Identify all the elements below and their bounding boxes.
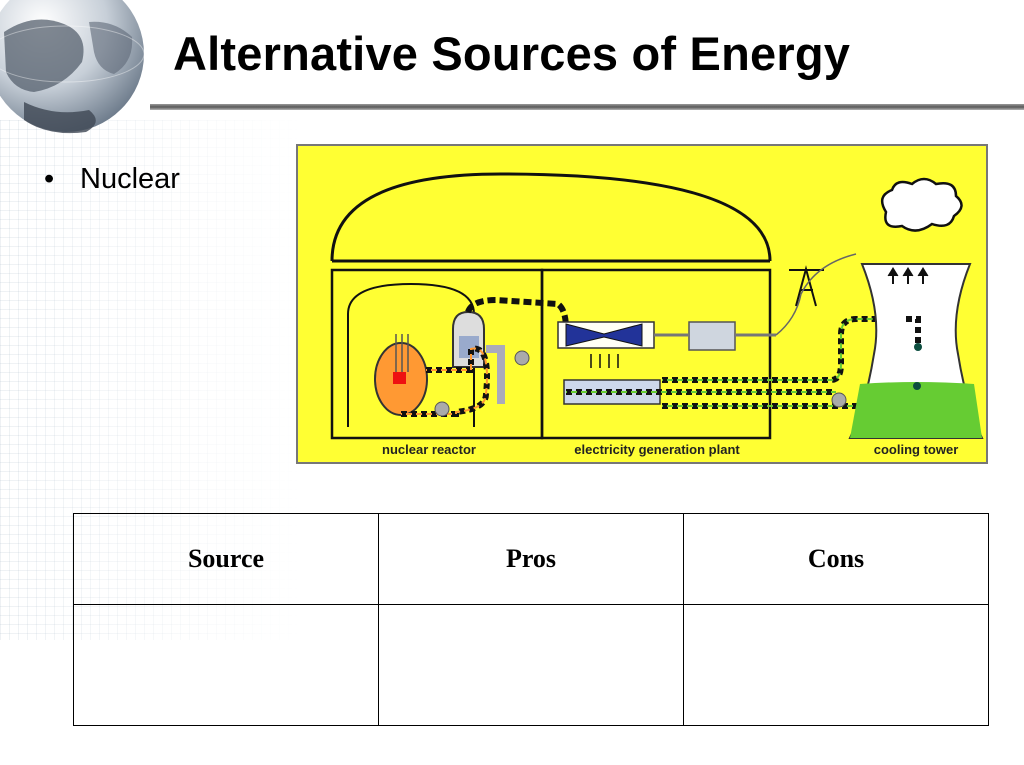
title-divider xyxy=(150,104,1024,110)
label-electricity-generation-plant: electricity generation plant xyxy=(574,442,740,457)
header-source: Source xyxy=(73,513,379,605)
containment-dome xyxy=(330,172,772,262)
nuclear-plant-diagram: nuclear reactor electricity generation p… xyxy=(296,144,988,464)
cell-cons[interactable] xyxy=(683,604,989,726)
bullet-text: Nuclear xyxy=(80,163,180,195)
bullet-marker: • xyxy=(44,163,55,195)
globe-icon xyxy=(0,0,145,134)
table-header-row: Source Pros Cons xyxy=(73,513,989,605)
cell-pros[interactable] xyxy=(378,604,684,726)
header-cons: Cons xyxy=(683,513,989,605)
header-pros: Pros xyxy=(378,513,684,605)
generation-building xyxy=(540,268,772,440)
table-row xyxy=(73,604,989,726)
generator xyxy=(688,321,736,351)
cell-source[interactable] xyxy=(73,604,379,726)
transmission-tower-icon xyxy=(789,265,824,307)
steam-cloud-icon xyxy=(880,177,963,232)
page-title: Alternative Sources of Energy xyxy=(173,27,851,80)
label-cooling-tower: cooling tower xyxy=(874,442,959,457)
label-nuclear-reactor: nuclear reactor xyxy=(382,442,476,457)
bullet-item: • Nuclear xyxy=(44,163,180,196)
pros-cons-table: Source Pros Cons xyxy=(73,513,989,726)
